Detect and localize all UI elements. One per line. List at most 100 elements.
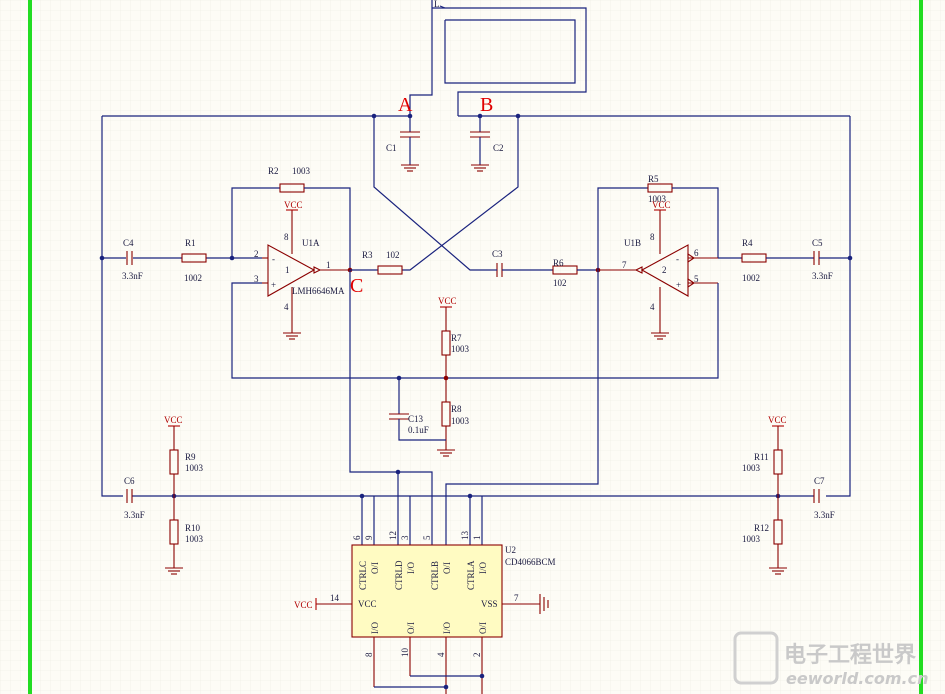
r4-value: 1002 xyxy=(742,273,760,283)
u2-ref: U2 xyxy=(505,545,516,555)
u1b-pin-vneg: 4 xyxy=(650,302,655,312)
r8-ref: R8 xyxy=(451,404,462,414)
u2-bottom-label-1: I/O xyxy=(370,622,380,634)
c2-ref: C2 xyxy=(493,143,504,153)
u1a-unit: 1 xyxy=(285,265,290,275)
r9-ref: R9 xyxy=(185,452,196,462)
c1-ref: C1 xyxy=(386,143,397,153)
r8-value: 1003 xyxy=(451,416,470,426)
top-rail xyxy=(101,113,851,497)
c13-value: 0.1uF xyxy=(408,425,429,435)
r2-value: 1003 xyxy=(292,166,311,176)
resistor-r1: R1 1002 xyxy=(181,238,207,283)
r12-ref: R12 xyxy=(754,523,769,533)
r6-ref: R6 xyxy=(553,258,564,268)
resistor-r11: VCC R11 1003 xyxy=(742,415,787,496)
capacitor-c6: C6 3.3nF xyxy=(124,476,145,520)
c6-ref: C6 xyxy=(124,476,135,486)
switch-wiring xyxy=(132,270,814,545)
resistor-r3: R3 102 xyxy=(350,250,403,275)
left-input-wire xyxy=(99,255,262,261)
capacitor-c3: C3 xyxy=(490,249,553,277)
u1b-vcc: VCC xyxy=(652,200,671,210)
u1a-pin-noninv: 3 xyxy=(254,274,259,284)
u2-top-label-6: O/I xyxy=(442,562,452,574)
u2-top-pin-3: 12 xyxy=(388,531,398,540)
chip-u2: U2 CD4066BCM 6 9 12 3 5 13 1 CTRLC O/I C… xyxy=(294,531,556,694)
resistor-r10: R10 1003 xyxy=(165,496,204,575)
u1a-pin-inv: 2 xyxy=(254,249,259,259)
c4-ref: C4 xyxy=(123,238,134,248)
resistor-r9: VCC R9 1003 xyxy=(164,415,204,496)
opamp-u1a: 2 3 - + 1 1 VCC 8 4 U1A LMH6646MA xyxy=(254,200,353,340)
capacitor-c1: C1 xyxy=(386,116,420,172)
c6-value: 3.3nF xyxy=(124,510,145,520)
coil-label: L xyxy=(434,0,440,9)
u1b-ref: U1B xyxy=(624,238,641,248)
cross-wires xyxy=(373,116,519,271)
opamp-u1b: 6 5 - + 2 7 VCC 8 4 U1B xyxy=(598,200,718,340)
r10-value: 1003 xyxy=(185,534,204,544)
u2-part: CD4066BCM xyxy=(505,557,556,567)
u1a-pin-vneg: 4 xyxy=(284,302,289,312)
r1-ref: R1 xyxy=(185,238,196,248)
u2-top-pin-7: 1 xyxy=(472,536,482,541)
u1b-pin-noninv: 5 xyxy=(694,274,699,284)
capacitor-c7: C7 3.3nF xyxy=(813,476,835,520)
node-a-label: A xyxy=(398,94,413,116)
u2-top-label-3: CTRLD xyxy=(394,560,404,590)
u2-bottom-label-2: O/I xyxy=(406,622,416,634)
watermark-cn: 电子工程世界 xyxy=(784,643,916,668)
r11-vcc: VCC xyxy=(768,415,787,425)
resistor-r6: R6 102 xyxy=(552,258,601,288)
node-b-label: B xyxy=(480,94,493,116)
r9-vcc: VCC xyxy=(164,415,183,425)
u1a-pin-vpos: 8 xyxy=(284,232,289,242)
u2-top-pin-6: 13 xyxy=(460,531,470,541)
u2-bottom-pin-2: 10 xyxy=(400,648,410,658)
u1a-pin-out: 1 xyxy=(326,260,331,270)
u2-vss-pin: 7 xyxy=(514,593,519,603)
r3-value: 102 xyxy=(386,250,400,260)
c4-value: 3.3nF xyxy=(122,271,143,281)
r5-value: 1003 xyxy=(648,194,667,204)
r9-value: 1003 xyxy=(185,463,204,473)
u2-top-label-8: I/O xyxy=(478,562,488,574)
u2-top-label-4: I/O xyxy=(406,562,416,574)
u1a-vcc: VCC xyxy=(284,200,303,210)
node-c-label: C xyxy=(350,275,363,297)
u2-vcc-pin: 14 xyxy=(330,593,340,603)
u2-top-pin-1: 6 xyxy=(352,535,362,540)
u1a-minus: - xyxy=(272,254,275,264)
watermark: 电子工程世界 eeworld.com.cn xyxy=(733,631,928,688)
u2-bottom-pin-4: 2 xyxy=(472,653,482,658)
u2-vss-label: VSS xyxy=(481,599,498,609)
u1a-plus: + xyxy=(271,280,276,290)
c7-value: 3.3nF xyxy=(814,510,835,520)
watermark-logo-icon xyxy=(733,631,779,685)
r7-ref: R7 xyxy=(451,333,462,343)
r1-value: 1002 xyxy=(184,273,202,283)
r6-value: 102 xyxy=(553,278,567,288)
u1a-part: LMH6646MA xyxy=(292,286,345,296)
r11-value: 1003 xyxy=(742,463,761,473)
resistor-r2: R2 1003 xyxy=(231,166,351,270)
u1b-pin-out: 7 xyxy=(622,260,627,270)
u2-top-pin-5: 5 xyxy=(422,535,432,540)
u1b-minus: - xyxy=(676,254,679,264)
r12-value: 1003 xyxy=(742,534,761,544)
u2-top-label-7: CTRLA xyxy=(466,560,476,590)
r4-ref: R4 xyxy=(742,238,753,248)
c5-value: 3.3nF xyxy=(812,271,833,281)
u2-bottom-pin-3: 4 xyxy=(436,652,446,657)
resistor-r12: R12 1003 xyxy=(742,496,787,575)
u2-bottom-label-3: I/O xyxy=(442,622,452,634)
resistor-r5: R5 1003 xyxy=(597,174,719,270)
r7-vcc: VCC xyxy=(438,296,457,306)
c3-ref: C3 xyxy=(492,249,503,259)
capacitor-c2: C2 xyxy=(470,116,504,172)
r3-ref: R3 xyxy=(362,250,373,260)
u2-vcc-net: VCC xyxy=(294,600,313,610)
watermark-en: eeworld.com.cn xyxy=(786,669,928,688)
